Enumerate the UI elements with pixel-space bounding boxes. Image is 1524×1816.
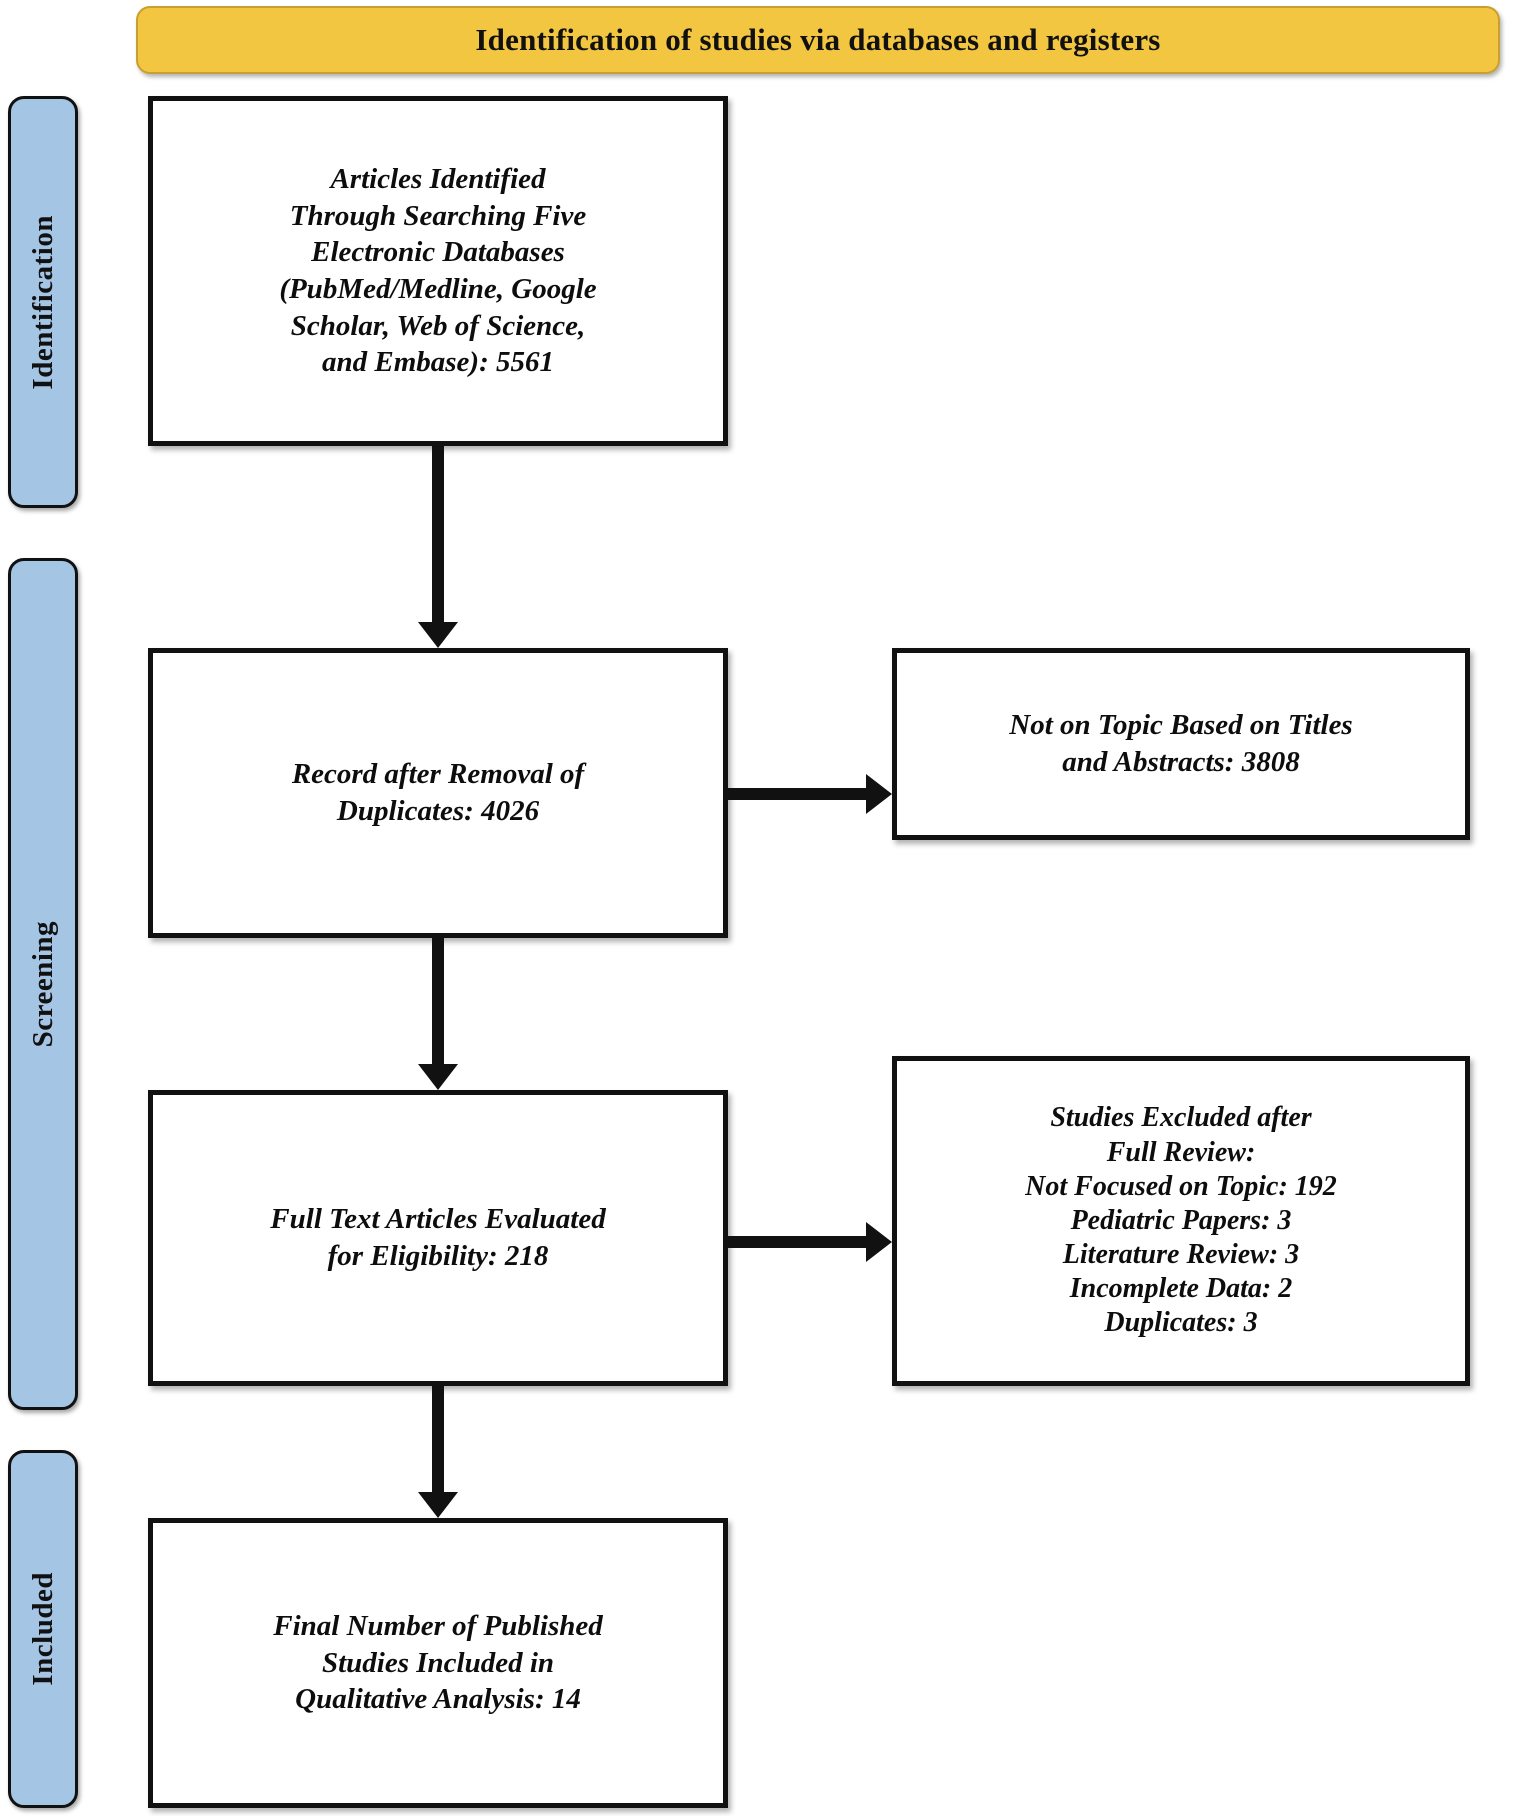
box-articles-identified-text: Articles Identified Through Searching Fi… — [279, 163, 597, 379]
box-not-on-topic-excluded-text: Not on Topic Based on Titles and Abstrac… — [1009, 709, 1353, 778]
header-banner: Identification of studies via databases … — [136, 6, 1500, 74]
arrow-down-fulltext-to-final-icon — [432, 1386, 444, 1494]
arrow-right-deduplicated-to-not-on-topic-icon — [728, 788, 868, 800]
box-final-studies-included: Final Number of Published Studies Includ… — [148, 1518, 728, 1808]
phase-label-included-text: Included — [26, 1572, 59, 1686]
phase-label-included: Included — [8, 1450, 78, 1808]
arrow-down-deduplicated-to-fulltext-icon — [432, 938, 444, 1066]
header-title: Identification of studies via databases … — [475, 22, 1161, 57]
box-full-text-articles-evaluated: Full Text Articles Evaluated for Eligibi… — [148, 1090, 728, 1386]
phase-label-identification-text: Identification — [26, 214, 59, 390]
phase-label-screening-text: Screening — [26, 920, 59, 1048]
phase-label-screening: Screening — [8, 558, 78, 1410]
box-not-on-topic-excluded: Not on Topic Based on Titles and Abstrac… — [892, 648, 1470, 840]
box-studies-excluded-after-full-review-text: Studies Excluded after Full Review: Not … — [1025, 1102, 1337, 1339]
box-studies-excluded-after-full-review: Studies Excluded after Full Review: Not … — [892, 1056, 1470, 1386]
phase-label-identification: Identification — [8, 96, 78, 508]
box-articles-identified: Articles Identified Through Searching Fi… — [148, 96, 728, 446]
box-records-after-duplicates-removed-text: Record after Removal of Duplicates: 4026 — [291, 758, 585, 827]
box-final-studies-included-text: Final Number of Published Studies Includ… — [273, 1610, 603, 1716]
arrow-right-fulltext-to-excluded-icon — [728, 1236, 868, 1248]
box-records-after-duplicates-removed: Record after Removal of Duplicates: 4026 — [148, 648, 728, 938]
box-full-text-articles-evaluated-text: Full Text Articles Evaluated for Eligibi… — [270, 1203, 606, 1272]
arrow-down-identified-to-deduplicated-icon — [432, 446, 444, 624]
